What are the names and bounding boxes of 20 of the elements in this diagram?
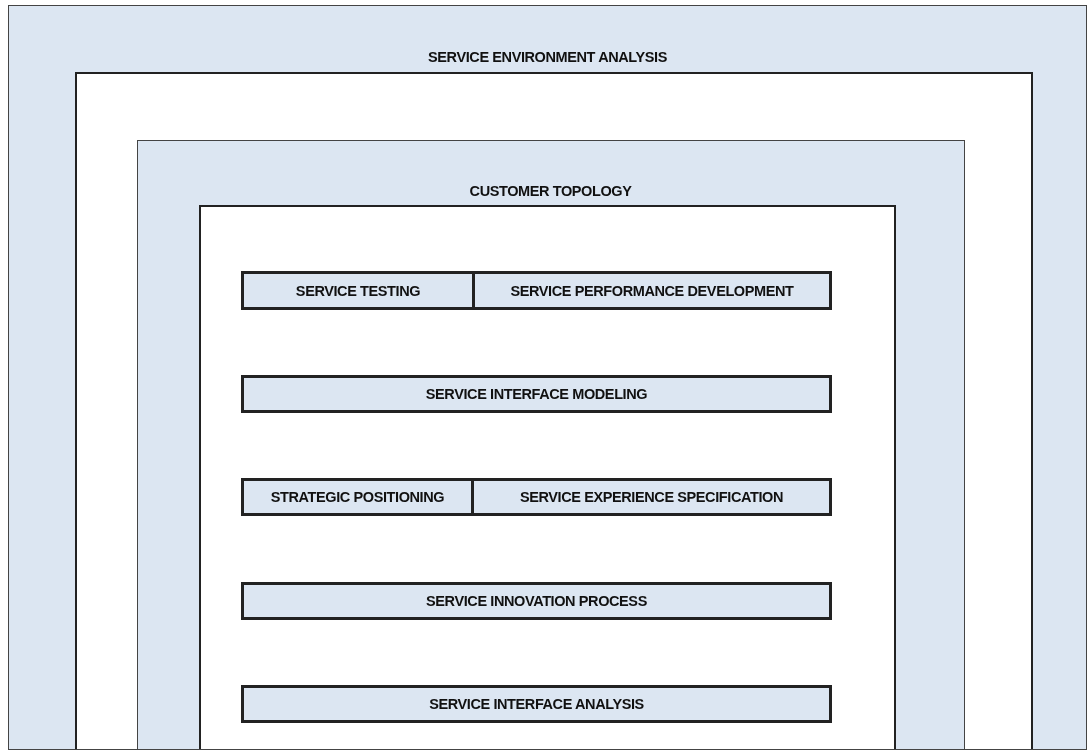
process-bar — [241, 582, 832, 620]
process-bar — [472, 271, 832, 310]
bar-label: SERVICE PERFORMANCE DEVELOPMENT — [510, 282, 794, 299]
bar-label: SERVICE INTERFACE MODELING — [425, 386, 648, 402]
topology-frame — [136, 139, 965, 749]
frame-heading: CUSTOMER TOPOLOGY — [468, 182, 633, 199]
process-bar — [241, 685, 832, 723]
bar-label: SERVICE INTERFACE ANALYSIS — [429, 696, 644, 712]
inner-frame — [199, 205, 896, 749]
process-bar — [471, 478, 832, 516]
outer-frame — [8, 5, 1087, 750]
process-bar — [241, 478, 474, 516]
bar-label: STRATEGIC POSITIONING — [270, 489, 445, 505]
bar-label: SERVICE TESTING — [295, 282, 421, 299]
frame-heading: SERVICE ENVIRONMENT ANALYSIS — [427, 49, 668, 65]
process-bar — [241, 271, 475, 310]
inner-frame — [74, 71, 1033, 749]
bar-label: SERVICE INNOVATION PROCESS — [426, 593, 647, 609]
process-bar — [241, 375, 832, 413]
bar-label: SERVICE EXPERIENCE SPECIFICATION — [520, 489, 783, 505]
